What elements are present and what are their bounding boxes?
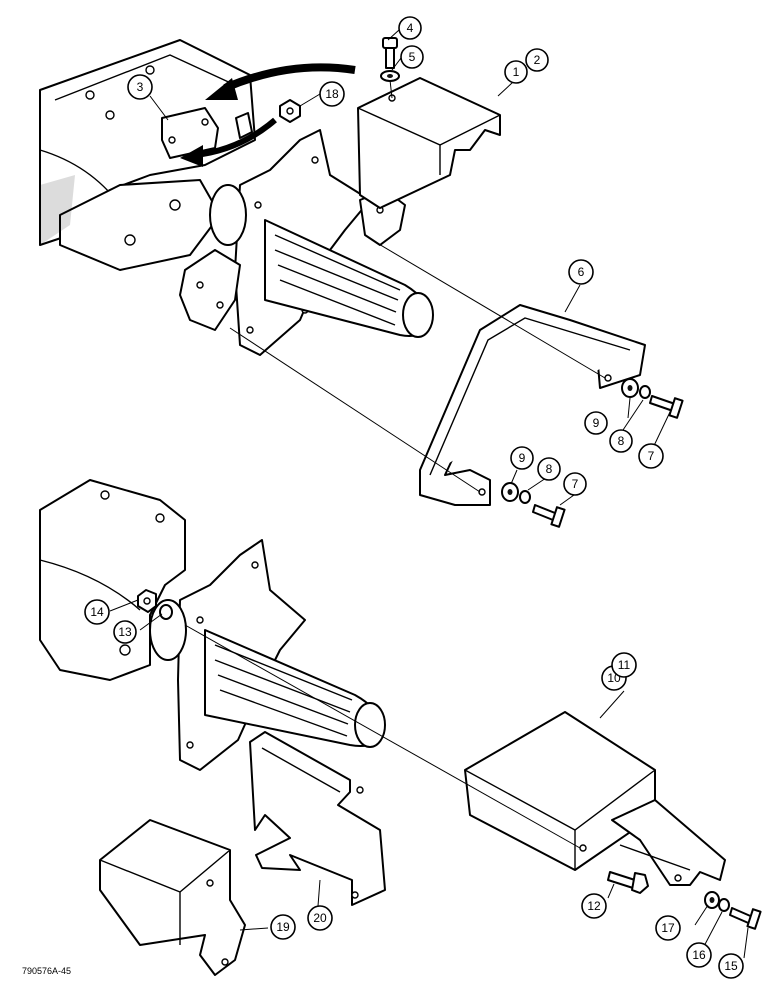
callout-19-label: 19 xyxy=(276,920,290,934)
callout-8-lower: 8 xyxy=(537,457,561,481)
washer-part-9-lower xyxy=(501,482,519,502)
callout-16-label: 16 xyxy=(692,948,706,962)
callout-13: 13 xyxy=(113,620,137,644)
washer-part-17 xyxy=(704,891,720,909)
install-arrow-top xyxy=(180,63,356,167)
nut-part-14 xyxy=(137,589,157,613)
bracket-part-6 xyxy=(419,304,646,506)
washer-part-13 xyxy=(159,604,173,620)
callout-11: 11 xyxy=(611,652,637,678)
lockwasher-part-8-lower xyxy=(519,490,531,504)
callout-12: 12 xyxy=(581,893,607,919)
callout-19: 19 xyxy=(270,914,296,940)
callout-17: 17 xyxy=(655,915,681,941)
bolt-part-12 xyxy=(607,871,649,894)
bracket-part-20 xyxy=(249,731,386,906)
callout-18-label: 18 xyxy=(325,87,339,101)
callout-5: 5 xyxy=(400,45,424,69)
callout-4: 4 xyxy=(398,16,422,40)
bolt-part-15 xyxy=(729,907,762,930)
callout-14: 14 xyxy=(84,599,110,625)
callout-8-upper: 8 xyxy=(609,429,633,453)
lower-spindle xyxy=(204,629,386,748)
callout-5-label: 5 xyxy=(409,50,416,64)
callout-9-lower: 9 xyxy=(510,446,534,470)
upper-spindle xyxy=(264,219,434,338)
cover-part-19 xyxy=(99,819,246,976)
bracket-part-3 xyxy=(161,107,253,159)
callout-2-label: 2 xyxy=(534,53,541,67)
callout-8-lower-label: 8 xyxy=(546,462,553,476)
cover-part-1 xyxy=(357,77,501,209)
callout-1-label: 1 xyxy=(513,65,520,79)
leader-lines xyxy=(109,29,749,959)
callout-8-upper-label: 8 xyxy=(618,434,625,448)
callout-7-lower-label: 7 xyxy=(572,477,579,491)
callout-16: 16 xyxy=(686,942,712,968)
washer-part-9-upper xyxy=(621,378,639,398)
bolt-part-7-upper xyxy=(649,395,684,419)
cover-part-10 xyxy=(464,711,726,886)
callout-9-upper-label: 9 xyxy=(593,416,600,430)
lower-axle-housing xyxy=(39,479,186,681)
callout-20: 20 xyxy=(307,905,333,931)
callout-6-label: 6 xyxy=(578,265,585,279)
callout-20-label: 20 xyxy=(313,911,327,925)
callout-15-label: 15 xyxy=(724,959,738,973)
lockwasher-part-16 xyxy=(718,898,730,912)
callout-7-upper: 7 xyxy=(638,443,664,469)
callout-18: 18 xyxy=(319,81,345,107)
callout-3-label: 3 xyxy=(137,80,144,94)
upper-axle-housing xyxy=(39,39,256,271)
callout-13-label: 13 xyxy=(118,625,132,639)
bolt-part-4 xyxy=(382,37,398,69)
washer-part-5 xyxy=(380,70,400,82)
callout-14-label: 14 xyxy=(90,605,104,619)
callout-3: 3 xyxy=(127,74,153,100)
callout-1: 1 xyxy=(504,60,528,84)
bolt-part-7-lower xyxy=(532,504,566,528)
figure-reference: 790576A-45 xyxy=(22,966,71,976)
lockwasher-part-8-upper xyxy=(639,385,651,399)
callout-11-label: 11 xyxy=(618,658,631,672)
nut-part-18 xyxy=(279,99,301,123)
callout-9-lower-label: 9 xyxy=(519,451,526,465)
callout-15: 15 xyxy=(718,953,744,979)
callout-17-label: 17 xyxy=(661,921,675,935)
callout-2: 2 xyxy=(525,48,549,72)
callout-6: 6 xyxy=(568,259,594,285)
callout-7-upper-label: 7 xyxy=(648,449,655,463)
callout-7-lower: 7 xyxy=(563,472,587,496)
callout-9-upper: 9 xyxy=(584,411,608,435)
callout-12-label: 12 xyxy=(587,899,601,913)
callout-4-label: 4 xyxy=(407,21,414,35)
upper-brake-caliper-left xyxy=(179,249,241,331)
